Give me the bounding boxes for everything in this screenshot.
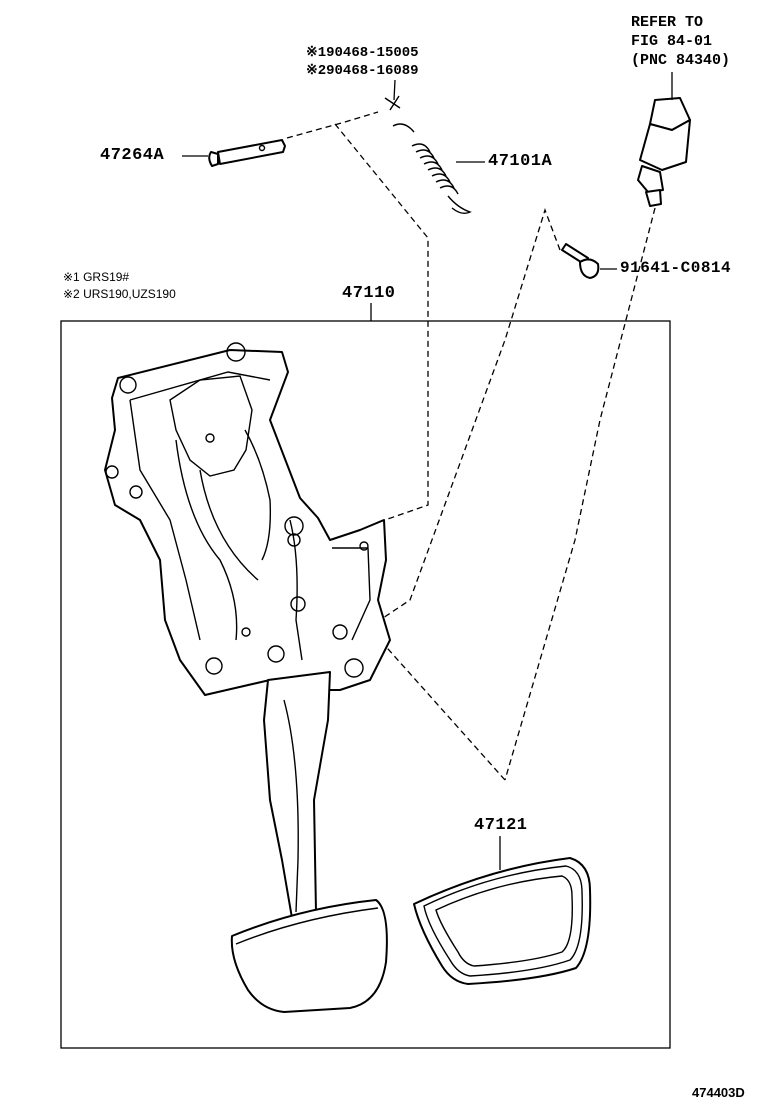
applicability-note-1: ※1 GRS19# bbox=[63, 270, 130, 284]
clip-note-2: ※290468-16089 bbox=[306, 63, 419, 79]
clip-note-1: ※190468-15005 bbox=[306, 45, 419, 61]
applicability-note-2: ※2 URS190,UZS190 bbox=[63, 287, 176, 301]
reference-line-3: (PNC 84340) bbox=[631, 52, 731, 69]
part-label-assembly: 47110 bbox=[342, 284, 396, 303]
switch-dashed-line bbox=[504, 207, 656, 781]
pad-dashed-line bbox=[379, 639, 506, 781]
part-label-pad: 47121 bbox=[474, 816, 528, 835]
clip-part bbox=[384, 79, 401, 111]
pin-dashed-line bbox=[286, 111, 379, 139]
pedal-pad-part bbox=[413, 836, 592, 985]
mounting-bolt bbox=[561, 243, 617, 279]
figure-id: 474403D bbox=[692, 1085, 745, 1100]
return-spring bbox=[392, 123, 485, 215]
part-label-bolt: 91641-C0814 bbox=[620, 259, 732, 277]
pedal-arm bbox=[263, 671, 331, 919]
stop-lamp-switch bbox=[637, 72, 691, 207]
part-label-pin: 47264A bbox=[100, 146, 165, 165]
assembly-frame bbox=[60, 320, 671, 1049]
clevis-pin bbox=[182, 139, 286, 167]
pedal-pad-installed bbox=[230, 899, 388, 1013]
part-label-spring: 47101A bbox=[488, 152, 553, 171]
reference-line-1: REFER TO bbox=[631, 14, 704, 31]
pedal-bracket bbox=[104, 342, 391, 696]
reference-line-2: FIG 84-01 bbox=[631, 33, 713, 50]
spring-dashed-line bbox=[334, 123, 429, 521]
bolt-dashed-line bbox=[379, 207, 561, 621]
